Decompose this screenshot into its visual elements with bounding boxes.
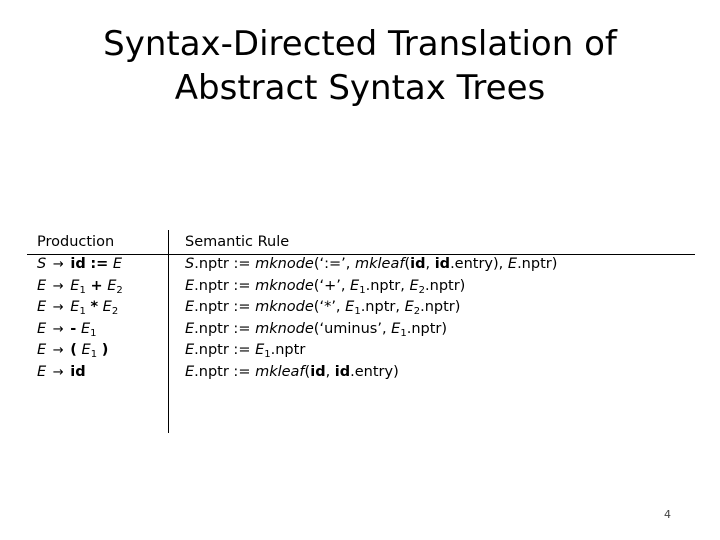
slide-title: Syntax-Directed Translation of Abstract … — [0, 22, 720, 110]
derives-arrow-icon: → — [52, 257, 64, 272]
title-line-1: Syntax-Directed Translation of — [103, 24, 617, 64]
production-row: S → id := E — [37, 256, 123, 272]
derives-arrow-icon: → — [52, 321, 64, 337]
title-line-2: Abstract Syntax Trees — [174, 68, 546, 108]
production-row: E → - E1 — [37, 320, 97, 339]
semantic-rule-row: S.nptr := mknode(‘:=’, mkleaf(id, id.ent… — [185, 256, 558, 272]
semantic-rule-row: E.nptr := mknode(‘+’, E1.nptr, E2.nptr) — [185, 277, 466, 296]
production-row: E → E1 + E2 — [37, 277, 123, 296]
semantic-rule-row: E.nptr := mknode(‘*’, E1.nptr, E2.nptr) — [185, 299, 461, 317]
derives-arrow-icon: → — [52, 278, 64, 294]
derives-arrow-icon: → — [52, 364, 64, 380]
table-column-divider — [168, 230, 169, 433]
table-header-divider — [27, 254, 695, 255]
production-column: Production S → id := E E → E1 + E2 E → E… — [37, 232, 123, 383]
semantic-rule-row: E.nptr := mknode(‘uminus’, E1.nptr) — [185, 320, 448, 339]
page-number: 4 — [664, 508, 671, 521]
production-row: E → ( E1 ) — [37, 342, 109, 360]
semantic-rule-header: Semantic Rule — [185, 234, 290, 250]
derives-arrow-icon: → — [52, 300, 64, 315]
derives-arrow-icon: → — [52, 343, 64, 358]
semantic-rule-row: E.nptr := mkleaf(id, id.entry) — [185, 363, 399, 380]
production-row: E → E1 * E2 — [37, 299, 119, 317]
semantic-rule-column: Semantic Rule S.nptr := mknode(‘:=’, mkl… — [185, 232, 557, 383]
production-row: E → id — [37, 363, 86, 380]
production-header: Production — [37, 234, 115, 250]
semantic-rule-row: E.nptr := E1.nptr — [185, 342, 306, 360]
